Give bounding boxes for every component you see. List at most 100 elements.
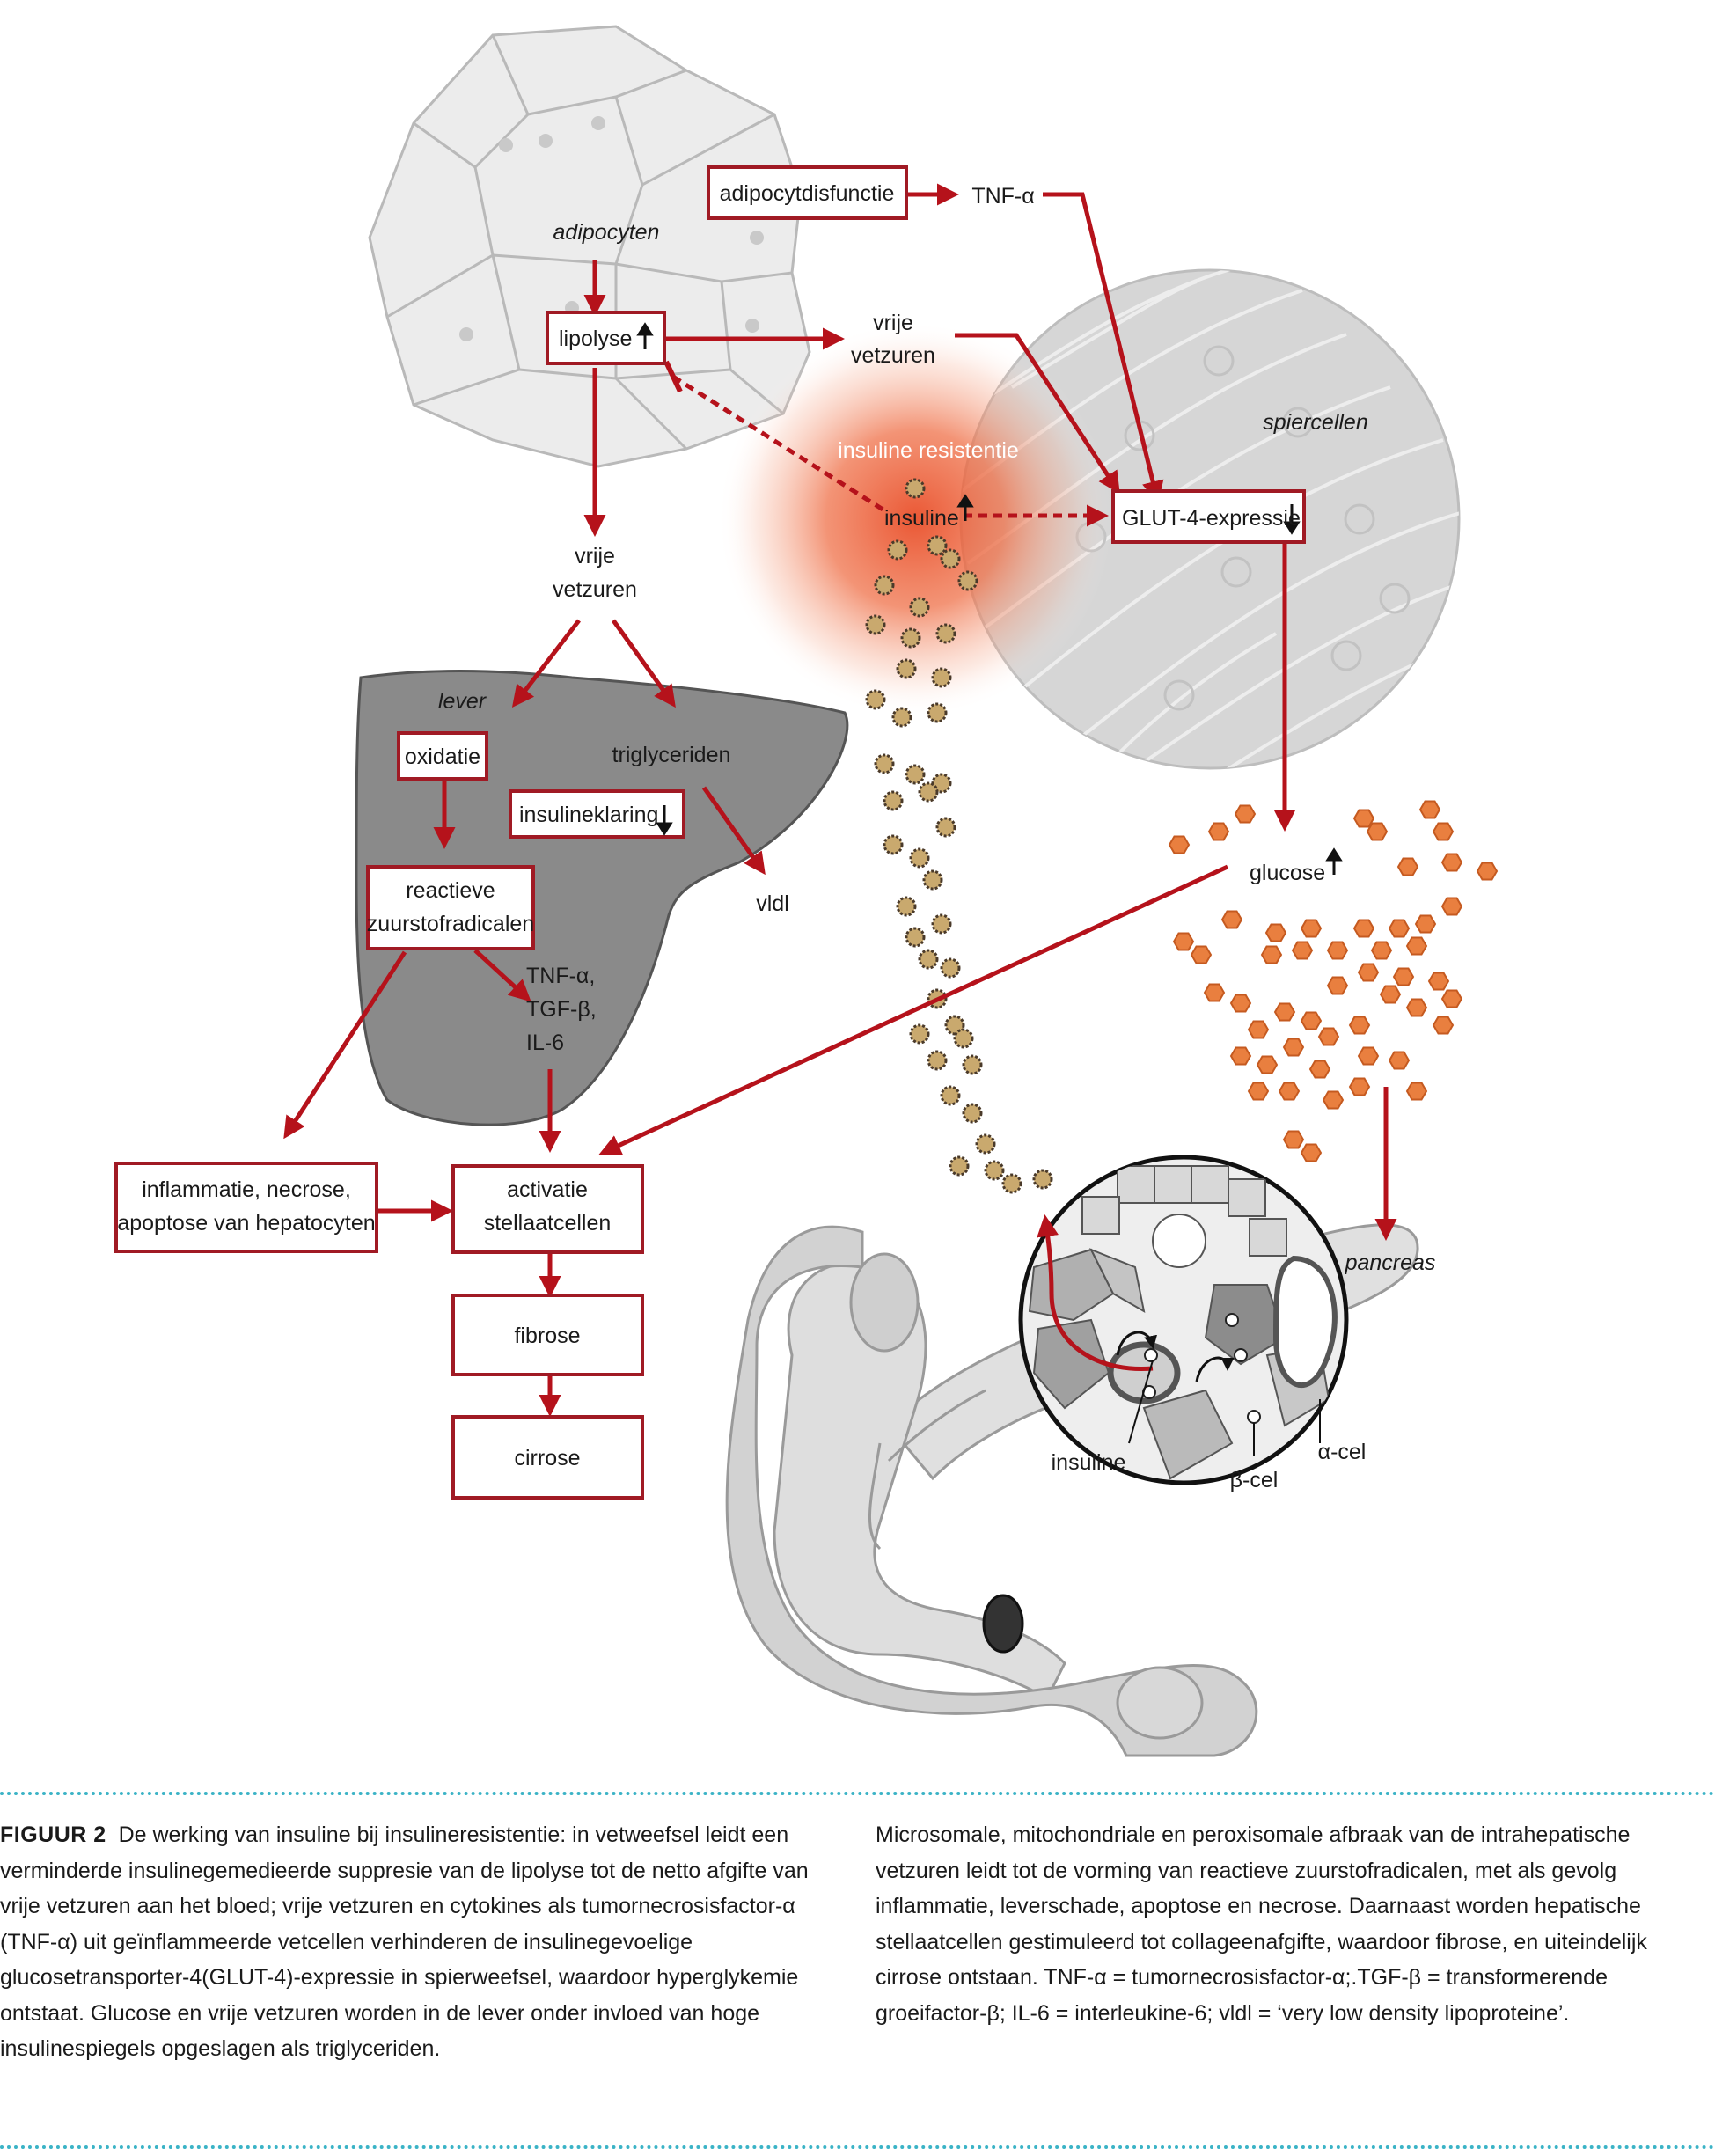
glucose-molecule xyxy=(1427,972,1450,991)
glucose-molecule xyxy=(1273,1002,1296,1022)
cirrose-label: cirrose xyxy=(514,1446,580,1470)
glucose-molecule xyxy=(1247,1082,1270,1101)
caption-left: FIGUUR 2 De werking van insuline bij ins… xyxy=(0,1817,814,2067)
glucose-molecule xyxy=(1326,941,1349,960)
insulin-molecule xyxy=(949,1155,970,1177)
glucose-molecule xyxy=(1282,1130,1305,1149)
inhibition-lines xyxy=(671,374,1109,527)
triglyceriden-label: triglyceriden xyxy=(612,743,731,767)
glucose-molecule xyxy=(1300,1143,1323,1162)
activatie-box xyxy=(451,1164,644,1254)
glucose-molecule xyxy=(1264,923,1287,942)
tnf-alpha-top-label: TNF-α xyxy=(971,184,1034,209)
insulin-molecule xyxy=(927,702,948,723)
beta-cel-label: β-cel xyxy=(1230,1468,1279,1492)
fibrose-box xyxy=(451,1294,644,1376)
insulin-molecule xyxy=(874,575,895,596)
glucose-molecule xyxy=(1291,941,1314,960)
glucose-molecule xyxy=(1418,800,1441,819)
alpha-cel-label: α-cel xyxy=(1318,1440,1367,1464)
glucose-molecule xyxy=(1247,1020,1270,1039)
insulin-molecule xyxy=(931,667,952,688)
glucose-molecule xyxy=(1203,983,1226,1002)
lever-label: lever xyxy=(438,689,487,714)
insulin-resistance-glow xyxy=(717,321,1113,717)
glucose-molecule xyxy=(1357,963,1380,982)
vrije-vetzuren-mid-1: vrije xyxy=(575,544,615,568)
glucose-molecule xyxy=(1207,822,1230,841)
glucose-molecule xyxy=(1234,804,1257,824)
insulin-molecule xyxy=(896,658,917,679)
caption-rule-top xyxy=(0,1792,1715,1795)
insulin-molecule xyxy=(865,689,886,710)
insulin-molecule xyxy=(1032,1169,1053,1190)
fibrose-label: fibrose xyxy=(514,1324,580,1348)
insulin-molecule xyxy=(896,896,917,917)
insulin-molecule xyxy=(909,1023,930,1045)
boxes xyxy=(114,165,1306,1500)
insulin-molecule xyxy=(883,790,904,811)
glucose-molecule xyxy=(1357,1046,1380,1066)
glucose-molecule xyxy=(1432,822,1455,841)
glut4-box xyxy=(1111,489,1306,544)
islet-of-langerhans xyxy=(1018,1155,1349,1485)
glucose-molecule xyxy=(1414,914,1437,934)
adipocyten-label: adipocyten xyxy=(553,220,660,245)
insulin-molecule xyxy=(962,1054,983,1075)
glucose-molecule xyxy=(1440,989,1463,1008)
insulin-molecule xyxy=(927,1050,948,1071)
glucose-molecule xyxy=(1405,936,1428,956)
glucose-molecule xyxy=(1260,945,1283,964)
adipocytdisfunctie-label: adipocytdisfunctie xyxy=(720,181,895,206)
insulin-molecule xyxy=(887,539,908,561)
insulin-molecule xyxy=(940,957,961,979)
lipolyse-label: lipolyse xyxy=(559,326,632,351)
glucose-molecule xyxy=(1229,994,1252,1013)
glucose-molecule xyxy=(1348,1077,1371,1096)
glucose-molecule xyxy=(1388,919,1411,938)
insulin-molecule xyxy=(927,535,948,556)
adipocyte-cluster xyxy=(368,25,811,468)
insulin-molecule xyxy=(922,869,943,891)
glucose-molecule xyxy=(1379,985,1402,1004)
glucose-molecule xyxy=(1405,1082,1428,1101)
vrije-vetzuren-mid-2: vetzuren xyxy=(553,577,637,602)
insulin-molecule xyxy=(905,927,926,948)
glucose-molecules xyxy=(1168,800,1499,1162)
caption-rule-bottom xyxy=(0,2145,1715,2149)
glucose-molecule xyxy=(1172,932,1195,951)
insulin-molecule xyxy=(962,1103,983,1124)
caption-right-text: Microsomale, mitochondriale en peroxisom… xyxy=(876,1822,1647,2026)
insulin-molecule xyxy=(905,478,926,499)
glucose-molecule xyxy=(1300,919,1323,938)
glucose-molecule xyxy=(1326,976,1349,995)
glucose-molecule xyxy=(1440,897,1463,916)
insulineklaring-label: insulineklaring xyxy=(519,803,658,827)
glucose-molecule xyxy=(1366,822,1389,841)
insulin-molecule xyxy=(883,834,904,855)
insulin-dots xyxy=(865,478,1053,1194)
oxidatie-box xyxy=(397,731,488,781)
insulin-molecule xyxy=(918,781,939,803)
pancreas-label: pancreas xyxy=(1345,1250,1436,1275)
glucose-molecule xyxy=(1278,1082,1301,1101)
glucose-molecule xyxy=(1388,1051,1411,1070)
glucose-molecule xyxy=(1392,967,1415,986)
insulin-molecule xyxy=(975,1133,996,1155)
inflammatie-label-2: apoptose van hepatocyten xyxy=(117,1211,375,1236)
vrije-vetzuren-top-2: vetzuren xyxy=(851,343,935,368)
spiercellen-label: spiercellen xyxy=(1263,410,1368,435)
glucose-molecule xyxy=(1370,941,1393,960)
glucose-molecule xyxy=(1322,1090,1345,1110)
caption-left-text: De werking van insuline bij insulineresi… xyxy=(0,1822,809,2061)
insulin-molecule xyxy=(1001,1173,1022,1194)
glucose-molecule xyxy=(1440,853,1463,872)
insulin-molecule xyxy=(935,623,956,644)
reactieve-box xyxy=(366,865,535,950)
cytokine-label-3: IL-6 xyxy=(526,1030,564,1055)
caption-right: Microsomale, mitochondriale en peroxisom… xyxy=(876,1817,1698,2031)
insulin-molecule xyxy=(918,949,939,970)
insuline-resistentie-label: insuline resistentie xyxy=(838,438,1019,463)
glucose-molecule xyxy=(1229,1046,1252,1066)
glucose-molecule xyxy=(1396,857,1419,876)
